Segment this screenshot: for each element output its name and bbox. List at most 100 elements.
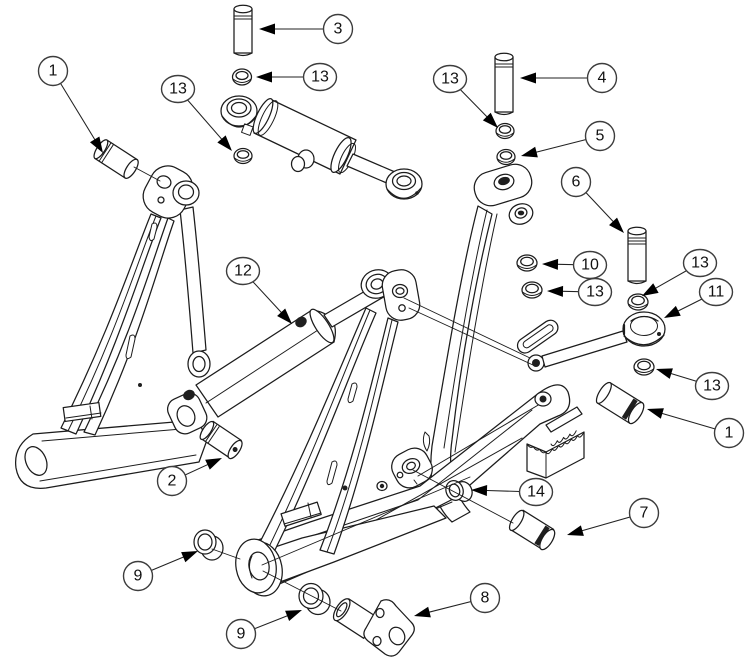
callout-14: 14 <box>471 479 553 506</box>
callout-bubble <box>562 168 591 197</box>
callout-number: 6 <box>572 174 581 191</box>
bellcrank-linkage <box>515 317 627 371</box>
arrowhead <box>642 283 659 296</box>
flanged-pin-8 <box>330 596 414 656</box>
arrowhead <box>567 525 584 536</box>
alignment-lines <box>134 167 533 611</box>
callout-bubble <box>304 64 337 91</box>
callout-bubble <box>696 373 729 400</box>
tie-rod <box>542 331 627 367</box>
left-lift-arm <box>16 160 210 489</box>
callout-number: 3 <box>334 21 343 38</box>
callout-3: 3 <box>259 15 353 44</box>
callout-number: 9 <box>134 568 143 585</box>
arrowhead <box>664 305 681 318</box>
callout-1: 1 <box>39 57 103 153</box>
arrowhead <box>259 23 275 35</box>
right-tower <box>387 160 536 522</box>
ring-13-d <box>522 282 542 298</box>
callout-13: 13 <box>656 368 729 399</box>
callout-5: 5 <box>521 122 615 158</box>
callout-number: 4 <box>598 70 607 87</box>
clamp-bracket-left <box>63 403 101 422</box>
callout-4: 4 <box>520 64 617 93</box>
callout-bubble <box>158 467 187 496</box>
arrowhead <box>656 368 673 379</box>
bushing-9-right <box>299 584 330 615</box>
arrowhead <box>521 146 538 158</box>
ring-10 <box>517 255 537 271</box>
crowd-cylinder <box>164 283 387 437</box>
ring-13-a <box>233 69 252 85</box>
ring-5 <box>497 150 515 165</box>
callout-bubble <box>324 15 353 44</box>
callout-bubble <box>586 122 615 151</box>
callout-bubble <box>520 479 553 506</box>
callout-number: 12 <box>234 263 252 280</box>
callout-13: 13 <box>256 64 337 91</box>
callout-number: 13 <box>311 69 329 86</box>
callout-number: 10 <box>581 257 599 274</box>
arrowhead <box>217 135 232 151</box>
arrowhead <box>609 217 624 233</box>
callout-bubble <box>588 64 617 93</box>
callout-13: 13 <box>434 66 498 128</box>
pin-1-lower-right <box>594 380 647 426</box>
ring-13-f <box>634 359 654 375</box>
middle-tower <box>232 308 446 599</box>
callout-bubble <box>434 66 467 93</box>
callout-9: 9 <box>124 551 198 591</box>
callout-13: 13 <box>547 279 612 306</box>
arrowhead <box>181 551 198 563</box>
ring-13-b <box>234 149 252 164</box>
callout-bubble <box>227 258 260 285</box>
pin-6 <box>628 227 646 283</box>
callout-bubble <box>124 562 153 591</box>
callout-number: 1 <box>49 63 58 80</box>
callout-7: 7 <box>567 499 659 536</box>
callout-number: 11 <box>708 284 725 301</box>
clamp-bracket-middle <box>281 502 321 526</box>
callout-number: 13 <box>586 284 604 301</box>
callout-number: 14 <box>527 484 545 501</box>
callout-bubble <box>579 279 612 306</box>
tilt-cylinder <box>221 96 422 199</box>
arrowhead <box>89 136 103 153</box>
pin-7 <box>507 508 558 552</box>
callout-9: 9 <box>227 610 302 649</box>
callout-13: 13 <box>162 76 232 151</box>
pin-2 <box>198 419 245 461</box>
callout-13: 13 <box>642 250 717 296</box>
arrowhead <box>471 484 488 496</box>
pin-3 <box>234 5 252 55</box>
arrowhead <box>520 72 536 84</box>
callout-number: 5 <box>596 128 605 145</box>
arrowhead <box>547 285 564 297</box>
serrated-bucket-stop <box>527 407 584 478</box>
bushing-9-left <box>194 530 223 560</box>
callout-2: 2 <box>158 458 222 496</box>
callout-bubble <box>700 279 733 306</box>
port-fitting <box>292 150 315 172</box>
callout-number: 9 <box>237 626 246 643</box>
callout-number: 13 <box>441 71 459 88</box>
callout-number: 7 <box>640 505 649 522</box>
rod-end-11 <box>623 312 665 346</box>
callout-bubble <box>684 250 717 277</box>
callout-1: 1 <box>647 408 744 447</box>
callout-bubble <box>162 76 195 103</box>
arrowhead <box>542 258 559 270</box>
callout-number: 13 <box>169 81 187 98</box>
arrowhead <box>482 112 498 128</box>
callout-10: 10 <box>542 252 607 279</box>
callout-number: 13 <box>691 255 709 272</box>
arrowhead <box>414 606 431 618</box>
ring-13-e <box>628 294 648 310</box>
ring-13-c <box>496 124 514 139</box>
arrowhead <box>256 71 272 83</box>
arrowhead <box>647 408 664 419</box>
callout-bubble <box>227 620 256 649</box>
callout-11: 11 <box>664 279 733 318</box>
